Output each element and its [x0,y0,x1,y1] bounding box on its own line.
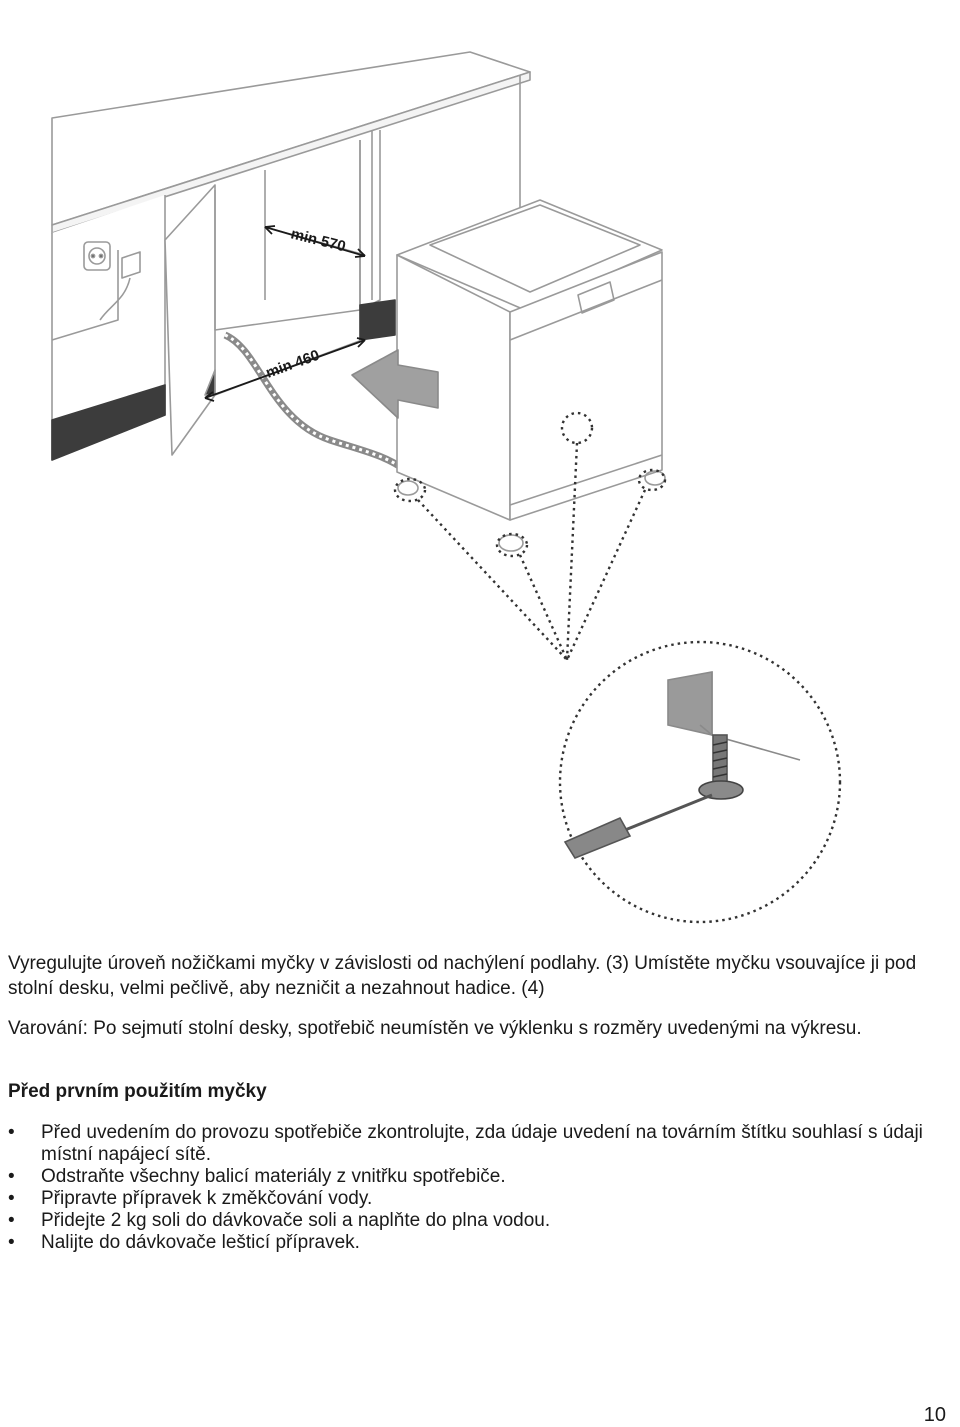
power-socket-icon [83,241,141,321]
list-item: Odstraňte všechny balicí materiály z vni… [8,1166,943,1188]
page-number: 10 [923,1404,946,1426]
list-item: Nalijte do dávkovače lešticí přípravek. [8,1232,943,1254]
left-cabinet [51,195,166,461]
label-min-570: min 570 [289,225,347,255]
countertop [51,51,531,234]
warning-paragraph: Varování: Po sejmutí stolní desky, spotř… [8,1018,862,1039]
instruction-paragraph: Vyregulujte úroveň nožičkami myčky v záv… [8,953,917,999]
zoom-callout [558,640,842,924]
list-item: Před uvedením do provozu spotřebiče zkon… [8,1122,943,1166]
list-item: Přidejte 2 kg soli do dávkovače soli a n… [8,1210,943,1232]
section-heading: Před prvním použitím myčky [8,1081,267,1102]
niche [214,75,521,396]
label-min-460: min 460 [264,347,322,382]
arrow-icon [351,349,439,419]
screwdriver-icon [563,793,713,859]
installation-diagram: min 570 min 460 [51,51,842,924]
cabinet-door [164,184,216,456]
list-item: Připravte přípravek k změkčování vody. [8,1188,943,1210]
foot-detail [563,671,801,859]
dishwasher [396,199,666,552]
bullet-list: Před uvedením do provozu spotřebiče zkon… [8,1122,943,1254]
